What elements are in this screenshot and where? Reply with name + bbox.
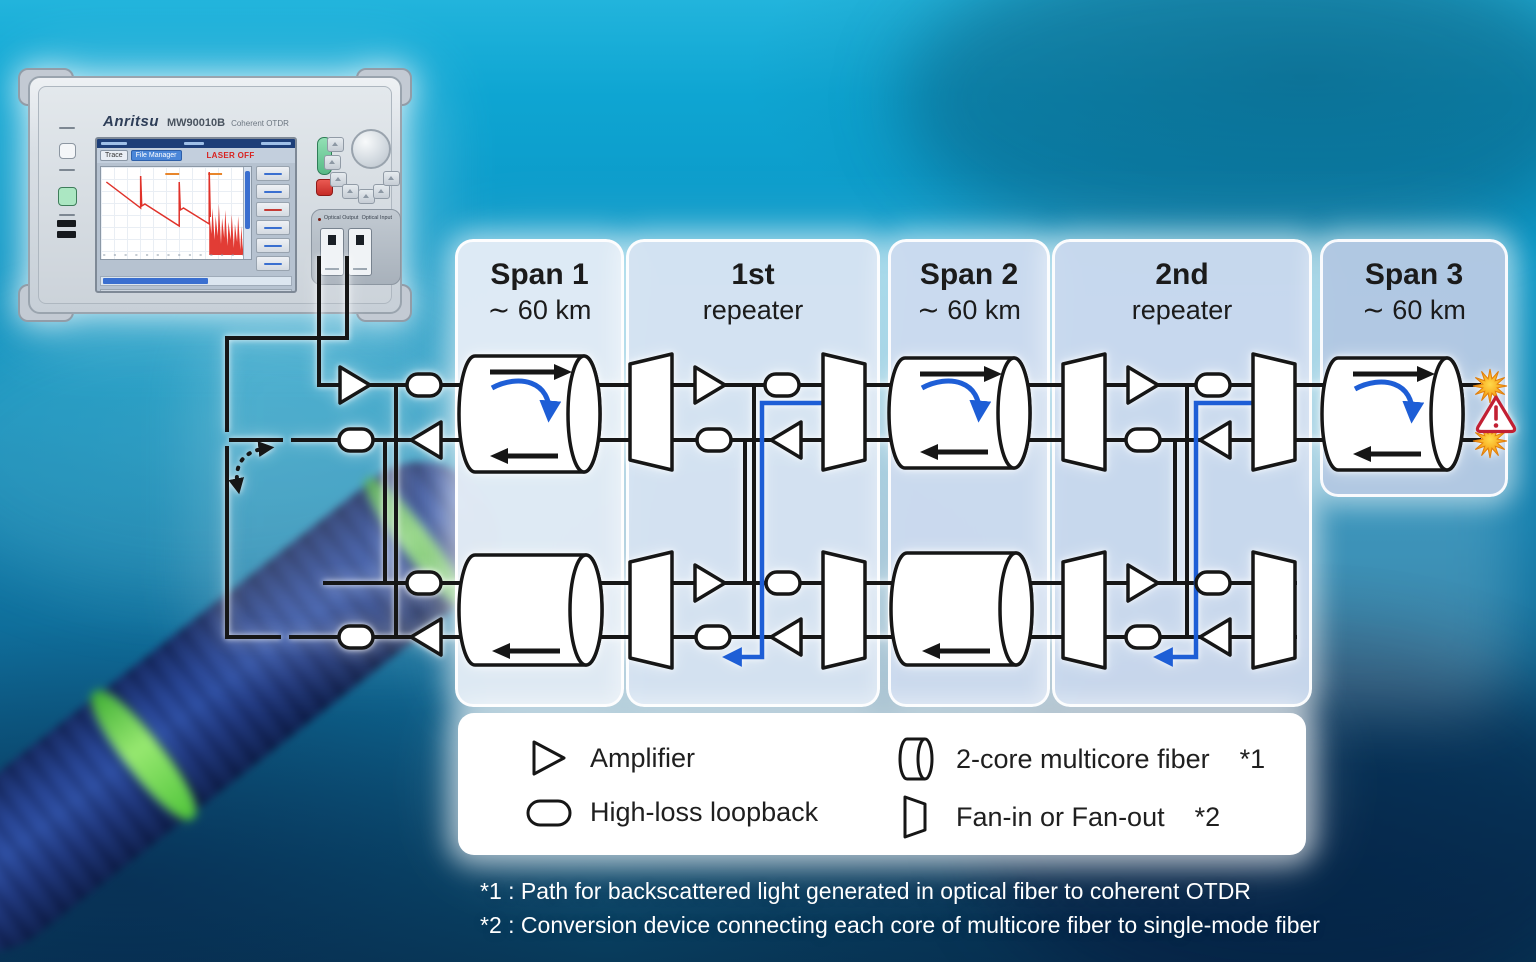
stop-key <box>316 179 333 196</box>
multicore-fiber-icon <box>886 735 944 783</box>
panel-subtitle: repeater <box>702 294 804 325</box>
panel-span2: Span 2 ∼ 60 km <box>888 239 1050 707</box>
amplifier-icon <box>520 739 578 777</box>
panel-title: Span 2 <box>919 258 1019 291</box>
legend-label: Amplifier <box>590 742 696 773</box>
usb-port <box>57 231 76 238</box>
tab-trace: Trace <box>100 150 128 161</box>
softkey-button <box>256 256 290 271</box>
panel-title: Span 3 <box>1364 258 1464 291</box>
arrow-key <box>330 172 347 187</box>
legend-note: *1 <box>1239 743 1266 774</box>
softkey-button <box>256 184 290 199</box>
arrow-key <box>373 184 390 199</box>
legend-item-multicore: 2-core multicore fiber *1 <box>886 735 1265 783</box>
otdr-noise <box>209 204 245 255</box>
rotary-knob <box>351 129 391 169</box>
softkey-button <box>256 166 290 181</box>
softkey-button <box>256 238 290 253</box>
screen-titlebar <box>97 139 295 148</box>
menu-button <box>59 143 76 159</box>
footnotes: *1 : Path for backscattered light genera… <box>480 874 1320 942</box>
screen-status-panel <box>100 289 292 291</box>
optical-input-port <box>348 228 372 276</box>
plot-vertical-scrollbar <box>243 167 251 259</box>
brand-logo: Anritsu <box>103 113 159 130</box>
laser-status: LASER OFF <box>206 151 255 160</box>
softkey-button <box>256 220 290 235</box>
high-loss-loopback-icon <box>520 798 578 828</box>
model-subtitle: Coherent OTDR <box>231 119 289 128</box>
device-label: Anritsu MW90010B Coherent OTDR <box>103 113 289 130</box>
optical-output-port <box>320 228 344 276</box>
device-screen: Trace File Manager LASER OFF <box>95 137 297 293</box>
device-body: Anritsu MW90010B Coherent OTDR <box>28 76 402 314</box>
panel-span1: Span 1 ∼ 60 km <box>455 239 624 707</box>
panel-title: Span 1 <box>490 258 589 291</box>
otdr-trace <box>105 171 212 228</box>
softkey-button <box>256 202 290 217</box>
panel-repeater2: 2nd repeater <box>1052 239 1312 707</box>
panel-subtitle: ∼ 60 km <box>917 294 1021 325</box>
model-number: MW90010B <box>167 117 226 129</box>
panel-title: 2nd <box>1155 258 1209 291</box>
legend-label: High-loss loopback <box>590 797 819 827</box>
legend-item-loopback: High-loss loopback <box>520 797 818 828</box>
optical-output-label: Optical Output <box>323 215 359 221</box>
arrow-key <box>342 184 359 199</box>
glow-backdrop <box>195 320 475 660</box>
footnote-2: *2 : Conversion device connecting each c… <box>480 912 1320 938</box>
arrow-key <box>324 155 341 170</box>
legend-label: Fan-in or Fan-out <box>956 801 1165 832</box>
plot-horizontal-scrollbar <box>100 276 292 286</box>
panel-subtitle: ∼ 60 km <box>1362 294 1466 325</box>
softkey-column <box>256 166 290 274</box>
panel-subtitle: ∼ 60 km <box>487 294 592 325</box>
arrow-key <box>327 137 344 152</box>
panel-subtitle: repeater <box>1131 294 1233 325</box>
device-face: Anritsu MW90010B Coherent OTDR <box>38 86 401 304</box>
legend-item-fan: Fan-in or Fan-out *2 <box>886 793 1220 841</box>
tab-file-manager: File Manager <box>130 150 182 161</box>
footnote-1: *1 : Path for backscattered light genera… <box>480 878 1251 904</box>
otdr-trace-plot <box>100 166 252 260</box>
optical-input-label: Optical Input <box>361 215 393 221</box>
arrow-key <box>383 171 400 186</box>
port-led <box>318 218 321 221</box>
optical-port-panel: Optical Output Optical Input <box>311 209 401 285</box>
panel-title: 1st <box>731 258 775 291</box>
panel-span3: Span 3 ∼ 60 km <box>1320 239 1508 497</box>
legend-box: Amplifier High-loss loopback 2-core mult… <box>458 713 1306 855</box>
legend-item-amplifier: Amplifier <box>520 739 695 777</box>
screen-tabrow: Trace File Manager LASER OFF <box>97 148 295 163</box>
panel-repeater1: 1st repeater <box>626 239 880 707</box>
power-button <box>58 187 77 206</box>
side-controls <box>57 127 87 238</box>
fan-icon <box>886 793 944 841</box>
legend-note: *2 <box>1194 801 1221 832</box>
otdr-instrument: Anritsu MW90010B Coherent OTDR <box>18 68 412 322</box>
usb-port <box>57 220 76 227</box>
cable-green-ring <box>79 680 208 830</box>
legend-label: 2-core multicore fiber <box>956 743 1210 774</box>
